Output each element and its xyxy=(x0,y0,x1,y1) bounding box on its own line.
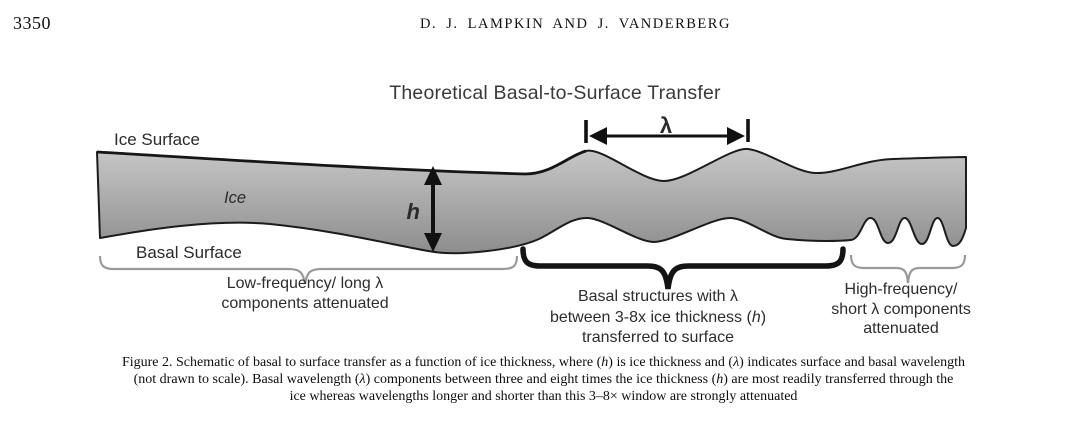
ice-surface-line xyxy=(96,149,587,176)
right-range-brace xyxy=(849,254,967,284)
thickness-label: h xyxy=(407,199,420,224)
thickness-arrow xyxy=(424,166,442,252)
ice-surface-label: Ice Surface xyxy=(114,130,200,149)
wavelength-arrow xyxy=(584,119,750,145)
left-range-brace xyxy=(98,255,519,285)
running-header: D. J. LAMPKIN AND J. VANDERBERG xyxy=(420,16,731,32)
middle-range-brace xyxy=(520,246,846,290)
basal-surface-label: Basal Surface xyxy=(136,243,242,262)
wavelength-label: λ xyxy=(660,113,672,138)
figure-caption: Figure 2. Schematic of basal to surface … xyxy=(121,355,966,404)
page-number: 3350 xyxy=(13,13,51,33)
ice-body-shape xyxy=(96,147,967,255)
ice-label: Ice xyxy=(224,189,246,207)
figure-title: Theoretical Basal-to-Surface Transfer xyxy=(389,82,721,104)
